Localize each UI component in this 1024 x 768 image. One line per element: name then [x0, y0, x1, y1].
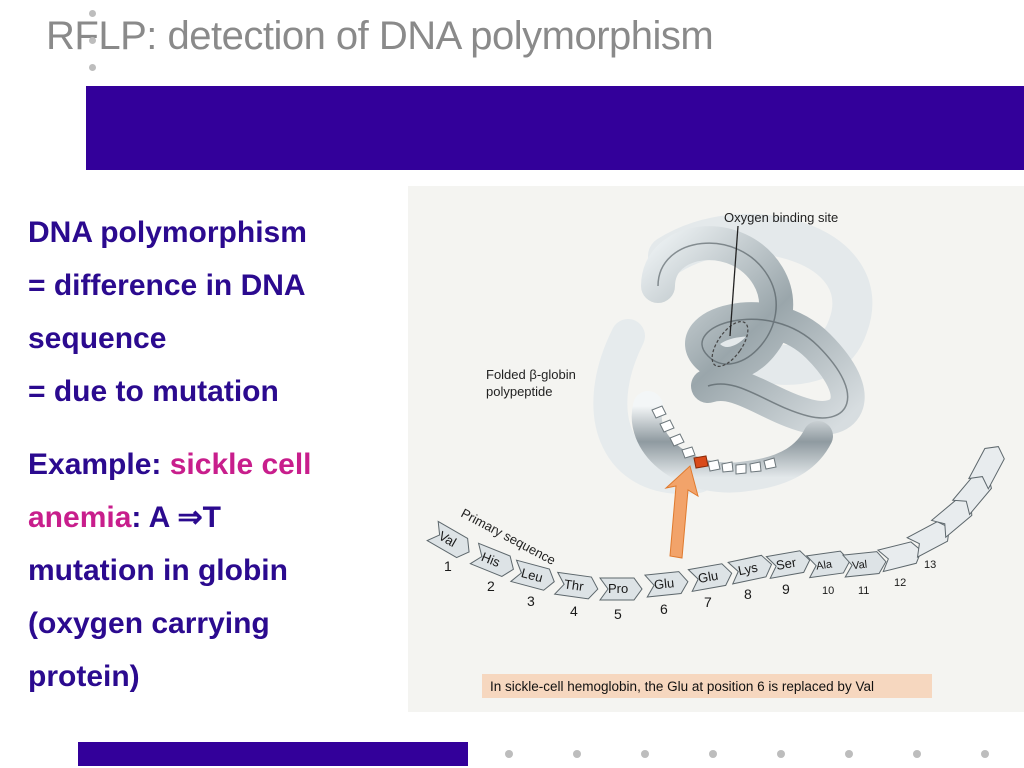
sequence-chevron — [509, 559, 555, 591]
residue-label: Leu — [520, 565, 545, 585]
residue-label: Val — [852, 559, 868, 573]
header-band — [86, 86, 1024, 170]
disease-name-part2: anemia — [28, 501, 132, 534]
title-decoration-dots — [86, 10, 98, 74]
oxygen-leader-line — [729, 225, 739, 337]
caption-box — [482, 674, 932, 698]
position-number: 12 — [894, 577, 906, 589]
sequence-chevron — [687, 563, 733, 592]
footer-dots — [505, 750, 1015, 760]
sequence-chevron — [599, 577, 643, 601]
position-number: 13 — [924, 559, 936, 571]
residue-label: Glu — [697, 568, 720, 586]
sequence-chevron — [469, 542, 514, 578]
definition-line-2: = difference in DNA — [28, 269, 306, 302]
mutation-prefix: : A — [131, 501, 170, 534]
slide-title: RFLP: detection of DNA polymorphism — [46, 14, 714, 58]
definition-line-1: DNA polymorphism — [28, 216, 307, 249]
protein-note-2: protein) — [28, 660, 140, 693]
mutated-residue — [693, 455, 709, 469]
globin-figure: Oxygen binding site Folded β-globin poly… — [408, 186, 1024, 712]
figure-caption: In sickle-cell hemoglobin, the Glu at po… — [490, 679, 874, 694]
example-line: Example: sickle cell — [28, 438, 408, 491]
arrow-symbol: ⇒ — [177, 501, 203, 534]
position-number: 4 — [570, 603, 578, 619]
residue-label: Lys — [737, 559, 760, 578]
folded-chain-outline — [657, 242, 849, 419]
position-number: 8 — [744, 586, 752, 602]
globin-illustration: Oxygen binding site Folded β-globin poly… — [426, 210, 1005, 698]
position-number: 1 — [444, 558, 452, 574]
residue-label: Ser — [775, 555, 798, 573]
folded-chain-lower — [631, 391, 833, 493]
residue-label: His — [479, 549, 502, 570]
residue-label: Thr — [563, 576, 585, 594]
sequence-chevron — [643, 571, 689, 598]
sequence-chevron — [967, 446, 1005, 490]
folded-label-1: Folded β-globin — [486, 367, 576, 382]
mutation-suffix: T — [202, 501, 221, 534]
position-number: 5 — [614, 606, 622, 622]
position-number: 10 — [822, 585, 834, 597]
disease-name-part1: sickle cell — [169, 448, 312, 481]
residue-label: Pro — [608, 581, 628, 596]
position-number: 11 — [858, 585, 869, 597]
sequence-chevron — [553, 571, 599, 600]
body-text: DNA polymorphism = difference in DNA seq… — [28, 206, 408, 703]
sequence-chevron — [727, 554, 773, 585]
highlight-arrow — [664, 465, 699, 559]
definition-line-4: = due to mutation — [28, 375, 279, 408]
position-number: 7 — [704, 594, 712, 610]
footer-bar — [78, 742, 468, 766]
primary-sequence: Val 1 His 2 Leu 3 Thr 4 Pro 5 Glu 6 Glu 7 Lys 8 Ser 9 Ala 1… — [426, 446, 1005, 622]
position-number: 2 — [487, 578, 495, 594]
sequence-chevron — [805, 550, 851, 579]
protein-note-1: (oxygen carrying — [28, 607, 270, 640]
definition-line-3: sequence — [28, 322, 167, 355]
position-number: 9 — [782, 581, 790, 597]
example-label: Example: — [28, 448, 162, 481]
mutation-line: anemia: A ⇒T — [28, 491, 408, 544]
mutation-description: mutation in globin — [28, 554, 288, 587]
sequence-chevron — [426, 520, 470, 559]
position-number: 6 — [660, 601, 668, 617]
folded-label-2: polypeptide — [486, 384, 553, 399]
folded-chevrons — [651, 405, 777, 475]
sequence-chevron — [765, 550, 811, 579]
residue-label: Ala — [815, 558, 833, 572]
residue-label: Glu — [653, 575, 675, 592]
position-number: 3 — [527, 593, 535, 609]
sequence-chevron — [841, 551, 887, 578]
oxygen-binding-site — [711, 321, 749, 367]
oxygen-label: Oxygen binding site — [724, 210, 838, 225]
sequence-chevron — [876, 541, 922, 573]
